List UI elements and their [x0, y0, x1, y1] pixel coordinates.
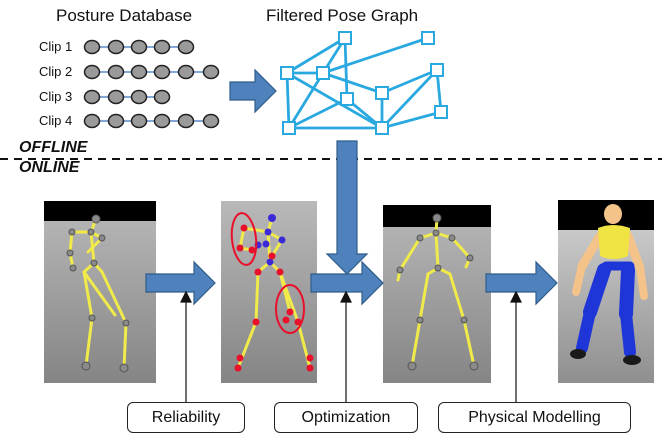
pose-node	[83, 89, 101, 105]
graph-node	[375, 86, 389, 100]
pose-node	[202, 64, 220, 80]
clip-label: Clip 1	[39, 39, 73, 54]
graph-node	[340, 92, 354, 106]
graph-edge	[288, 97, 348, 130]
arrow-panel1-to-panel2	[145, 260, 216, 306]
pose-node	[107, 39, 125, 55]
pose-node	[153, 113, 171, 129]
pose-node	[153, 64, 171, 80]
graph-edge	[381, 68, 438, 95]
clip-row	[83, 113, 220, 129]
graph-edge	[286, 71, 383, 130]
pose-node	[83, 64, 101, 80]
arrow-panel2-to-panel3	[310, 260, 384, 306]
panel-raw-skeleton	[44, 201, 156, 383]
graph-node	[434, 105, 448, 119]
graph-edge	[322, 36, 429, 75]
panel-reliability	[221, 201, 317, 383]
panel-optimized-skeleton	[383, 205, 491, 383]
arrow-database-to-graph	[229, 68, 277, 114]
panel-physical-model	[558, 200, 654, 383]
pose-node	[130, 89, 148, 105]
graph-node	[280, 66, 294, 80]
graph-node	[421, 31, 435, 45]
graph-edge	[380, 69, 439, 129]
pose-node	[107, 89, 125, 105]
clip-row	[83, 64, 220, 80]
pose-node	[107, 113, 125, 129]
online-label: ONLINE	[19, 159, 80, 176]
clip-label: Clip 3	[39, 89, 73, 104]
clip-label: Clip 4	[39, 113, 73, 128]
pose-node	[153, 39, 171, 55]
graph-edge	[285, 72, 291, 129]
physical-modelling-label: Physical Modelling	[438, 402, 631, 433]
graph-node	[430, 63, 444, 77]
pose-node	[177, 113, 195, 129]
database-title: Posture Database	[56, 6, 193, 25]
clip-label: Clip 2	[39, 64, 73, 79]
pose-node	[83, 113, 101, 129]
unreliable-region	[230, 212, 258, 266]
graph-node	[338, 31, 352, 45]
pose-node	[177, 39, 195, 55]
graph-title: Filtered Pose Graph	[266, 6, 419, 25]
unreliable-region	[275, 284, 305, 334]
graph-edge	[381, 110, 442, 130]
offline-label: OFFLINE	[19, 139, 88, 156]
graph-node	[316, 66, 330, 80]
graph-edge	[287, 72, 325, 129]
graph-node	[282, 121, 296, 135]
pose-node	[107, 64, 125, 80]
pose-node	[130, 64, 148, 80]
optimization-label: Optimization	[274, 402, 418, 433]
pose-node	[202, 113, 220, 129]
pose-node	[83, 39, 101, 55]
pose-graph-nodes	[280, 31, 448, 135]
arrow-panel3-to-panel4	[485, 260, 558, 306]
pose-node	[130, 113, 148, 129]
pose-node	[130, 39, 148, 55]
graph-edge	[343, 37, 349, 100]
model-head	[604, 204, 622, 224]
arrow-graph-to-optimization	[325, 140, 369, 275]
reliability-label: Reliability	[127, 402, 245, 433]
graph-node	[375, 121, 389, 135]
clip-row	[83, 89, 171, 105]
posture-clips	[83, 39, 220, 129]
pose-node	[177, 64, 195, 80]
label-pointers	[180, 290, 522, 402]
clip-row	[83, 39, 195, 55]
pose-node	[153, 89, 171, 105]
model-torso	[598, 225, 630, 259]
graph-edge	[322, 71, 383, 95]
graph-edge	[286, 36, 346, 75]
pose-graph	[285, 36, 443, 130]
